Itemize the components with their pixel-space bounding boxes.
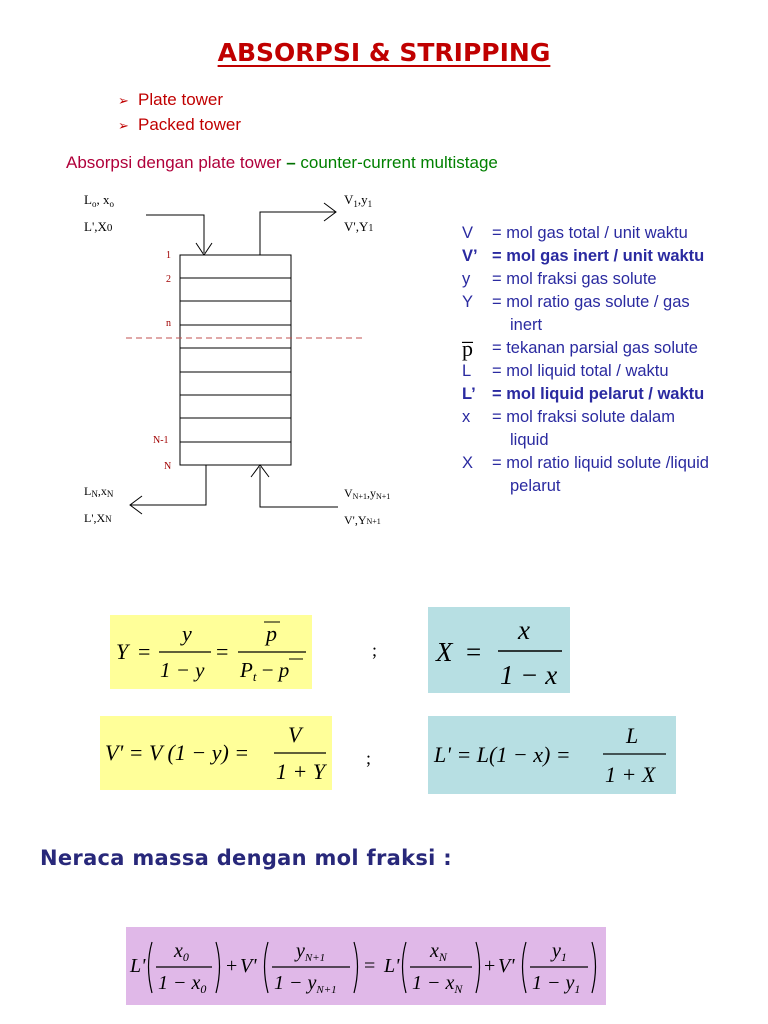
- legend-row-continued: pelarut: [510, 477, 561, 495]
- svg-text:1 + Y: 1 + Y: [276, 759, 328, 784]
- svg-text:L': L': [383, 955, 400, 977]
- section-heading: Neraca massa dengan mol fraksi :: [40, 846, 452, 870]
- svg-text:y: y: [180, 621, 192, 646]
- svg-text:V' = V (1 − y) =: V' = V (1 − y) =: [105, 740, 249, 765]
- legend-row: y = mol fraksi gas solute: [462, 270, 657, 288]
- arrow-bullet-icon: ➢: [118, 93, 129, 108]
- gas-outlet-arrow: [259, 211, 336, 255]
- stage-label: N: [164, 461, 171, 472]
- svg-text:+: +: [226, 955, 237, 977]
- svg-text:1 − xN: 1 − xN: [412, 972, 463, 996]
- symbol-legend: V = mol gas total / unit waktu V’ = mol …: [462, 222, 709, 498]
- svg-text:y1: y1: [550, 940, 567, 964]
- svg-text:VN+1,yN+1: VN+1,yN+1: [344, 486, 390, 501]
- svg-text:L',X0: L',X0: [84, 219, 113, 234]
- svg-text:x: x: [517, 615, 530, 645]
- bullet-item: ➢Plate tower: [118, 88, 241, 113]
- svg-text:1 − x: 1 − x: [500, 660, 557, 690]
- tower-body: [179, 254, 292, 466]
- stage-label: n: [166, 318, 171, 329]
- legend-row: V = mol gas total / unit waktu: [462, 224, 688, 242]
- svg-text:L': L': [129, 955, 146, 977]
- legend-row: X = mol ratio liquid solute /liquid: [462, 454, 709, 472]
- svg-text:=: =: [138, 639, 150, 664]
- svg-text:+: +: [484, 955, 495, 977]
- gas-inlet-arrow: [259, 467, 338, 508]
- svg-text:V',YN+1: V',YN+1: [344, 513, 381, 527]
- legend-row: x = mol fraksi solute dalam: [462, 408, 675, 426]
- stage-label: N-1: [153, 435, 169, 446]
- stage-label: 2: [166, 274, 171, 285]
- svg-text:V',Y1: V',Y1: [344, 219, 373, 234]
- svg-text:V1,y1: V1,y1: [344, 192, 372, 209]
- svg-text:1 − yN+1: 1 − yN+1: [274, 972, 337, 996]
- formula-mass-balance: L' x0 1 − x0 + V' yN+1 1 − yN+1 = L' xN …: [126, 927, 606, 1005]
- bullet-list: ➢Plate tower ➢Packed tower: [118, 88, 241, 138]
- svg-text:1 − y1: 1 − y1: [532, 972, 580, 996]
- svg-text:1 − y: 1 − y: [160, 658, 205, 682]
- svg-text:xN: xN: [429, 940, 448, 964]
- svg-text:L' = L(1 − x) =: L' = L(1 − x) =: [433, 742, 571, 767]
- svg-text:yN+1: yN+1: [294, 940, 325, 964]
- page-title: ABSORPSI & STRIPPING: [217, 38, 551, 67]
- svg-text:Lo, xo: Lo, xo: [84, 192, 114, 209]
- svg-text:p: p: [264, 621, 277, 646]
- stage-label: 1: [166, 250, 171, 261]
- svg-text:Y: Y: [116, 639, 131, 664]
- svg-text:Pt − p: Pt − p: [239, 658, 289, 684]
- section-subtitle: Absorpsi dengan plate tower – counter-cu…: [66, 153, 498, 172]
- legend-row-continued: liquid: [510, 431, 549, 449]
- svg-text:V: V: [288, 722, 304, 747]
- svg-text:x0: x0: [173, 940, 189, 964]
- svg-text:1 + X: 1 + X: [605, 762, 657, 787]
- legend-row: L = mol liquid total / waktu: [462, 362, 669, 380]
- legend-row: V’ = mol gas inert / unit waktu: [462, 247, 705, 265]
- svg-text:=: =: [466, 637, 481, 667]
- liquid-outlet-arrow: [130, 465, 207, 506]
- svg-text:LN,xN: LN,xN: [84, 484, 114, 499]
- svg-text:L: L: [625, 723, 638, 748]
- svg-text:1 − x0: 1 − x0: [158, 972, 206, 996]
- legend-row-continued: inert: [510, 316, 543, 334]
- formula-Y-ratio: Y = y 1 − y = p Pt − p: [110, 615, 312, 689]
- svg-text:=: =: [216, 639, 228, 664]
- svg-text:X: X: [435, 637, 454, 667]
- svg-text:L',XN: L',XN: [84, 511, 112, 525]
- legend-row: p̅ = tekanan parsial gas solute: [462, 336, 698, 361]
- svg-text:=: =: [364, 955, 375, 977]
- plate-tower-diagram: Lo, xo L',X0 V1,y1 V',Y1 1 2 n N-1 N LN,…: [84, 192, 390, 527]
- arrow-bullet-icon: ➢: [118, 118, 129, 133]
- bullet-item: ➢Packed tower: [118, 113, 241, 138]
- legend-row: Y = mol ratio gas solute / gas: [462, 293, 690, 311]
- svg-text:V': V': [240, 955, 257, 977]
- formula-L-inert: L' = L(1 − x) = L 1 + X: [428, 716, 676, 794]
- liquid-inlet-arrow: [146, 214, 205, 253]
- formula-separator: ;: [366, 748, 372, 768]
- formula-separator: ;: [372, 640, 378, 660]
- formula-X-ratio: X = x 1 − x: [428, 607, 570, 693]
- svg-text:V': V': [498, 955, 515, 977]
- legend-row: L’ = mol liquid pelarut / waktu: [462, 385, 705, 403]
- formula-V-inert: V' = V (1 − y) = V 1 + Y: [100, 716, 332, 790]
